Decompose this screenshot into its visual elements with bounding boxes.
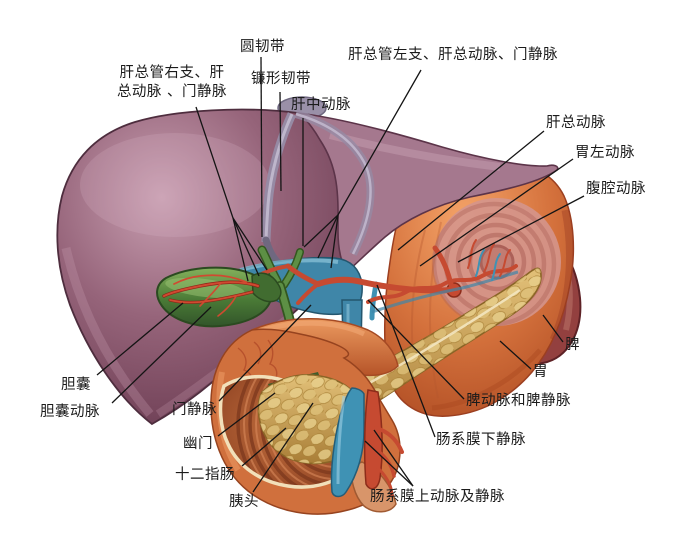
label-pancreas-head: 胰头 [229,494,259,510]
leader-stomach [499,340,532,370]
left-gastric-artery-shape [432,245,455,291]
leader-spleen [542,314,564,343]
label-falciform-ligament: 镰形韧带 [251,71,311,87]
leader-portal-vein [218,304,312,402]
label-spleen: 脾 [565,337,580,353]
mesenteric-vessels [330,387,404,513]
short-gastric-vessels [467,239,511,281]
label-inferior-mesenteric-vein: 肠系膜下静脉 [436,432,526,448]
leader-lines [96,56,585,493]
splenic-vein [371,270,519,314]
gallbladder-neck [251,272,282,303]
label-round-ligament: 圆韧带 [240,39,285,55]
leader-falciform [279,91,282,192]
leader-common-hepatic [397,130,545,251]
label-cystic-artery: 胆囊动脉 [40,404,100,420]
label-portal-vein: 门静脉 [172,402,217,418]
label-common-hepatic-artery: 肝总动脉 [546,115,606,131]
leader-splenic-vessels [367,299,465,400]
cystic-arteries [162,274,260,317]
label-splenic-vessels: 脾动脉和脾静脉 [466,393,571,409]
label-duodenum: 十二指肠 [175,467,235,483]
label-celiac-artery: 腹腔动脉 [586,181,646,197]
leader-gallbladder [96,302,184,376]
leader-left-gastric [419,158,574,267]
label-superior-mesenteric-vessels: 肠系膜上动脉及静脉 [370,489,505,505]
leader-duodenum [241,427,287,467]
sma-branches [372,426,404,498]
leader-imv [376,284,436,438]
label-gallbladder: 胆囊 [61,377,91,393]
gallbladder-group [156,266,282,328]
label-pylorus: 幽门 [183,436,213,452]
label-middle-hepatic-artery: 肝中动脉 [291,97,351,113]
leader-round-ligament [260,56,263,238]
label-left-branch-group: 肝总管左支、肝总动脉、门静脉 [348,47,558,63]
leader-pylorus [217,392,276,437]
leader-cystic-artery [111,306,212,404]
leader-smv-sma-1 [373,429,414,487]
label-left-gastric-artery: 胃左动脉 [575,145,635,161]
sma-shape [363,389,383,490]
leader-celiac [457,195,585,263]
leader-smv-sma-2 [364,440,414,487]
common-hepatic-artery [315,276,455,294]
label-stomach: 胃 [533,364,548,380]
leader-pancreas-head [252,402,314,493]
label-right-branch-group: 肝总管右支、肝 总动脉 、门静脉 [116,65,228,100]
